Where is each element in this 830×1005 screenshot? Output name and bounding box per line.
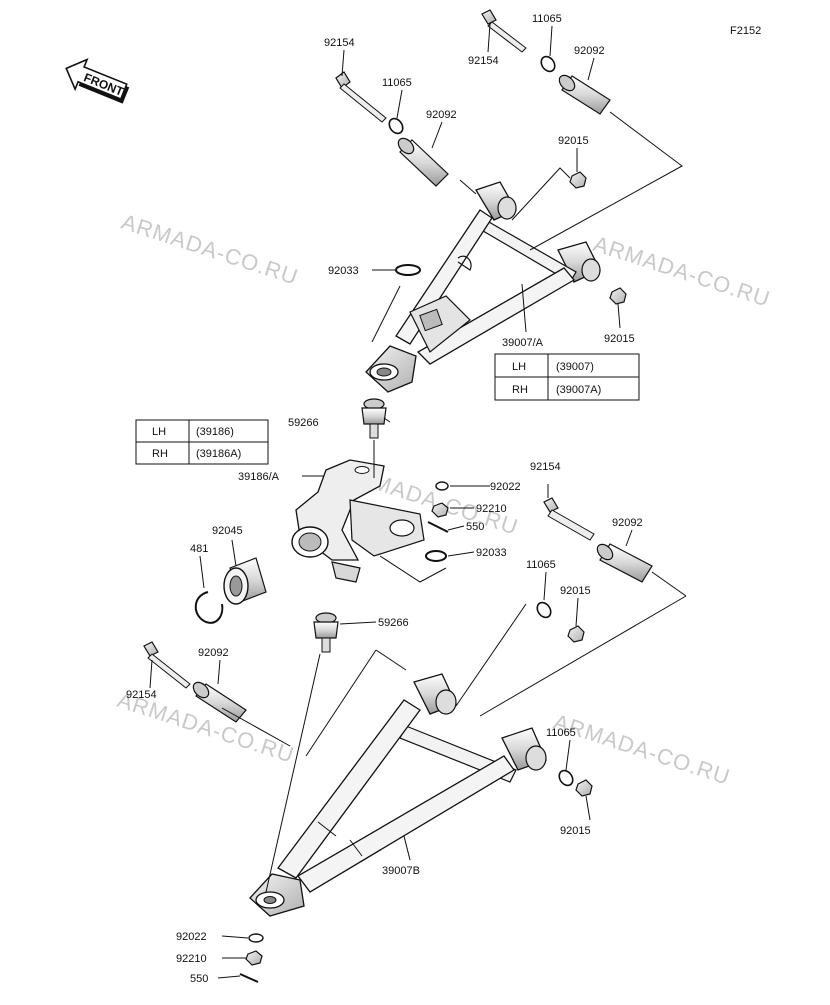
label-11065-a: 11065 xyxy=(382,77,412,89)
upper-nut-1 xyxy=(569,171,587,189)
label-92154-d: 92154 xyxy=(126,689,157,701)
upper-a-arm xyxy=(365,181,601,393)
lower-nut-mid xyxy=(567,625,585,643)
upper-washer-left xyxy=(388,117,404,135)
lower-nut-front xyxy=(575,779,593,797)
upper-table-rh-side: RH xyxy=(512,384,528,396)
lower-washer-mid xyxy=(536,601,552,619)
upper-leader-lines xyxy=(341,23,683,343)
lower-bolt-left xyxy=(143,641,191,689)
lower-ball-joint xyxy=(313,612,339,653)
label-39007A: 39007/A xyxy=(502,337,544,349)
label-92092-c: 92092 xyxy=(612,517,643,529)
label-550-b: 550 xyxy=(190,973,208,985)
knuckle-table-rh-side: RH xyxy=(152,448,168,460)
upper-ball-joint xyxy=(361,398,387,439)
label-39186A: 39186/A xyxy=(238,471,280,483)
lower-bolt-right xyxy=(543,497,595,541)
label-11065-d: 11065 xyxy=(546,727,576,739)
upper-washer-right xyxy=(540,55,556,73)
lower-a-arm xyxy=(249,673,547,917)
castle-nut-upper xyxy=(431,502,449,518)
label-92033-a: 92033 xyxy=(328,265,359,277)
label-92210-b: 92210 xyxy=(176,953,207,965)
upper-arm-table: LH (39007) RH (39007A) xyxy=(494,353,640,401)
label-92045: 92045 xyxy=(212,525,243,537)
label-59266-b: 59266 xyxy=(378,617,409,629)
label-92022-a: 92022 xyxy=(490,481,521,493)
upper-snap-ring xyxy=(395,264,421,276)
knuckle-table-lh-part: (39186) xyxy=(196,426,234,438)
lower-washer-front xyxy=(558,769,574,787)
label-92154-a: 92154 xyxy=(324,37,355,49)
lower-bushing-right xyxy=(596,543,653,583)
upper-table-lh-part: (39007) xyxy=(556,361,594,373)
label-92015-a: 92015 xyxy=(558,135,589,147)
circlip xyxy=(194,591,224,624)
label-92092-a: 92092 xyxy=(426,109,457,121)
label-92015-b: 92015 xyxy=(604,333,635,345)
upper-bolt-right xyxy=(481,9,527,53)
upper-bolt-left xyxy=(335,71,387,123)
label-92154-b: 92154 xyxy=(468,55,499,67)
label-550-a: 550 xyxy=(466,521,484,533)
castle-nut-lower xyxy=(245,950,263,966)
part-labels: 92154 11065 92092 92154 11065 92092 9201… xyxy=(126,13,643,985)
label-92022-b: 92022 xyxy=(176,931,207,943)
upper-nut-2 xyxy=(609,287,627,305)
front-arrow-icon: FRONT xyxy=(65,58,130,104)
cotter-pin-upper xyxy=(427,521,449,533)
watermark-1: ARMADA-CO.RU xyxy=(118,209,301,290)
knuckle-table: LH (39186) RH (39186A) xyxy=(135,419,269,465)
label-59266-a: 59266 xyxy=(288,417,319,429)
figure-id: F2152 xyxy=(730,25,761,37)
washer-92022-lower xyxy=(248,933,264,943)
label-92210-a: 92210 xyxy=(476,503,507,515)
knuckle-table-lh-side: LH xyxy=(152,426,166,438)
label-39007B: 39007B xyxy=(382,865,420,877)
lower-leader-lines xyxy=(149,417,687,979)
label-92092-d: 92092 xyxy=(198,647,229,659)
label-92092-b: 92092 xyxy=(574,45,605,57)
lower-bushing-left xyxy=(192,681,247,723)
label-92015-d: 92015 xyxy=(560,825,591,837)
upper-table-lh-side: LH xyxy=(512,361,526,373)
label-11065-b: 11065 xyxy=(532,13,562,25)
upper-bushing-left xyxy=(397,137,449,187)
label-92154-c: 92154 xyxy=(530,461,561,473)
upper-table-rh-part: (39007A) xyxy=(556,384,601,396)
wheel-bearing xyxy=(223,557,267,605)
label-92015-c: 92015 xyxy=(560,585,591,597)
steering-knuckle xyxy=(291,459,425,583)
knuckle-table-rh-part: (39186A) xyxy=(196,448,241,460)
upper-bushing-right xyxy=(558,74,611,115)
cotter-pin-lower xyxy=(239,973,259,983)
label-481: 481 xyxy=(190,543,208,555)
washer-92022-upper xyxy=(435,481,449,491)
label-92033-b: 92033 xyxy=(476,547,507,559)
watermark-5: ARMADA-CO.RU xyxy=(550,709,733,790)
lower-snap-ring xyxy=(425,550,447,562)
label-11065-c: 11065 xyxy=(526,559,556,571)
